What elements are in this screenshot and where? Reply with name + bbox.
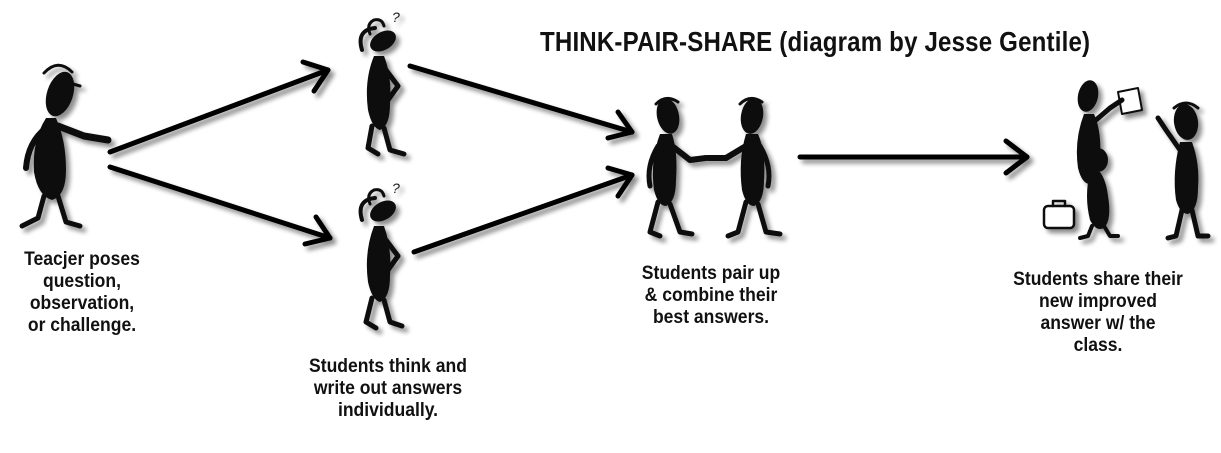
arrow-think-top-to-pair: [407, 63, 635, 141]
pair-handshake-icon: [646, 97, 783, 239]
question-mark-bottom: ?: [392, 180, 400, 196]
share-step-label: Students share their new improved answer…: [1013, 268, 1183, 356]
thinking-student-bottom-icon: ?: [358, 180, 405, 331]
class-share-group-icon: [1042, 80, 1211, 241]
think-step-label: Students think and write out answers ind…: [309, 355, 467, 421]
thinking-student-top-icon: ?: [358, 9, 407, 157]
arrow-teacher-to-think-top: [107, 59, 331, 155]
diagram-title: THINK-PAIR-SHARE (diagram by Jesse Genti…: [540, 26, 1091, 57]
arrow-pair-to-share: [797, 138, 1030, 176]
teacher-figure-icon: [19, 63, 112, 229]
pair-step-label: Students pair up & combine their best an…: [641, 262, 781, 328]
teacher-step-label: Teacjer poses question, observation, or …: [24, 248, 140, 336]
question-mark-top: ?: [392, 9, 400, 25]
arrow-think-bottom-to-pair: [411, 165, 635, 255]
arrow-teacher-to-think-bottom: [107, 164, 333, 247]
